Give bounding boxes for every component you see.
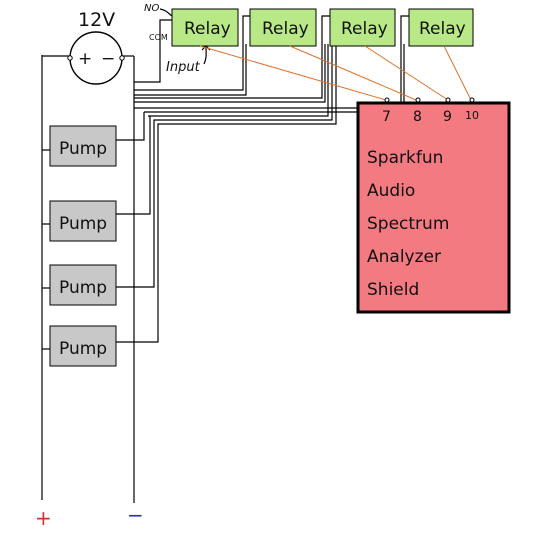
pump-2-box (49, 200, 117, 242)
voltage-label: 12V (78, 9, 115, 31)
pump-3: Pump (49, 264, 117, 306)
pump-4-box (49, 325, 117, 367)
relay-no-annotation: NO (144, 3, 159, 14)
power-terminal-right (119, 55, 125, 61)
relay-feed-wire-1 (134, 15, 250, 91)
pump-2: Pump (49, 200, 117, 242)
relay-2-box (249, 8, 317, 47)
relay-1: Relay (171, 8, 239, 47)
pump-1-return-wire (116, 112, 145, 141)
pump-1-label: Pump (59, 139, 107, 159)
relay-com-annotation: COM (149, 33, 168, 42)
pump-3-box (49, 264, 117, 306)
shield-pin-10 (469, 97, 475, 103)
power-plus-symbol: + (78, 49, 92, 69)
signal-wire-1 (199, 45, 387, 101)
signal-wire-2 (289, 45, 417, 101)
shield-pin-7 (384, 97, 390, 103)
relay-3: Relay (329, 8, 396, 47)
pump-3-label: Pump (59, 278, 107, 298)
power-to-relay-wire (134, 19, 172, 83)
positive-rail-label: + (35, 506, 52, 530)
relay-feed-wire-7 (148, 44, 329, 117)
relay-4-label: Relay (419, 19, 466, 39)
pump-1: Pump (49, 125, 117, 167)
relay-3-label: Relay (341, 19, 388, 39)
shield-line-3: Spectrum (367, 214, 449, 234)
negative-rail-label: − (127, 503, 144, 527)
pump-4-label: Pump (59, 339, 107, 359)
relay-feed-wire-3 (134, 15, 330, 99)
shield-pin-label-8: 8 (413, 109, 422, 125)
relay-feed-wire-5 (134, 15, 409, 109)
relay-input-annotation: Input (166, 60, 201, 75)
signal-wire-3 (364, 45, 449, 101)
relay-feed-wire-2 (134, 44, 247, 96)
relay-1-label: Relay (184, 19, 231, 39)
pump-4: Pump (49, 325, 117, 367)
pump-2-label: Pump (59, 214, 107, 234)
relay-1-box (171, 8, 239, 47)
audio-spectrum-shield: 7 8 9 10 Sparkfun Audio Spectrum Analyze… (356, 97, 511, 314)
shield-pin-8 (415, 97, 421, 103)
shield-pin-label-10: 10 (465, 109, 479, 122)
shield-pin-label-7: 7 (382, 109, 391, 125)
pump-3-return-wire (116, 44, 333, 288)
signal-wire-4 (443, 45, 472, 101)
shield-pin-9 (445, 97, 451, 103)
relay-input-arrow (203, 45, 207, 65)
shield-line-4: Analyzer (367, 247, 441, 267)
relay-2: Relay (249, 8, 317, 47)
shield-line-1: Sparkfun (367, 148, 443, 168)
pump-4-return-wire (116, 44, 337, 343)
power-minus-symbol: − (101, 49, 115, 69)
shield-line-2: Audio (367, 181, 415, 201)
relay-4: Relay (408, 8, 474, 47)
shield-pin-label-9: 9 (443, 109, 452, 125)
relay-2-label: Relay (262, 19, 309, 39)
power-source: + − 12V (67, 9, 125, 85)
pump-2-return-wire (116, 116, 151, 215)
pump-1-box (49, 125, 117, 167)
shield-line-5: Shield (367, 280, 419, 300)
relay-no-arrow (159, 8, 173, 17)
relay-3-box (329, 8, 396, 47)
relay-feed-wire-4 (134, 44, 326, 103)
shield-board (356, 101, 511, 314)
power-terminal-left (67, 55, 73, 61)
relay-4-box (408, 8, 474, 47)
